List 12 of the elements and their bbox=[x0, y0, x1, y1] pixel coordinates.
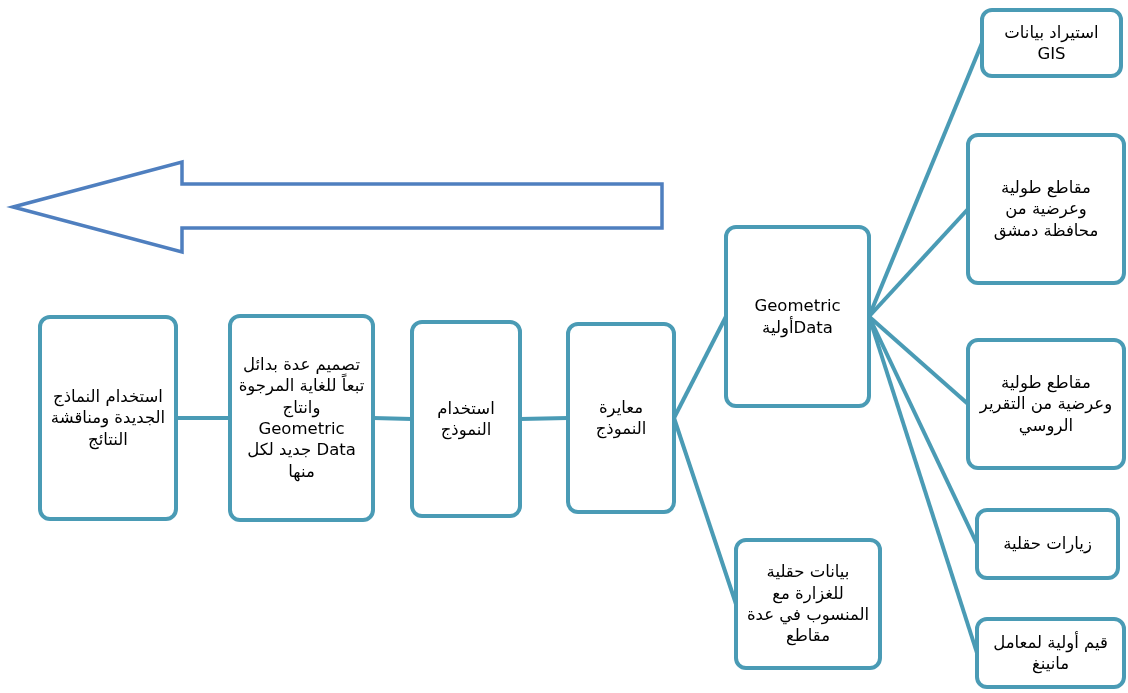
process-box: قيم أولية لمعامل مانينغ bbox=[975, 617, 1126, 689]
process-box: استخدام النموذج bbox=[410, 320, 522, 518]
process-box: تصميم عدة بدائل تبعاً للغاية المرجوة وانتاج Geometric Data جديد لكل منها bbox=[228, 314, 375, 522]
process-box: زيارات حقلية bbox=[975, 508, 1120, 580]
process-box: Geometric Dataأولية bbox=[724, 225, 871, 408]
process-box: بيانات حقلية للغزارة مع المنسوب في عدة مقاطع bbox=[734, 538, 882, 670]
process-box: استيراد بيانات GIS bbox=[980, 8, 1123, 78]
process-box: معايرة النموذج bbox=[566, 322, 676, 514]
process-box: مقاطع طولية وعرضية من محافظة دمشق bbox=[966, 133, 1126, 285]
connector-line bbox=[176, 416, 230, 420]
process-box: استخدام النماذج الجديدة ومناقشة النتائج bbox=[38, 315, 178, 521]
process-box: مقاطع طولية وعرضية من التقرير الروسي bbox=[966, 338, 1126, 470]
